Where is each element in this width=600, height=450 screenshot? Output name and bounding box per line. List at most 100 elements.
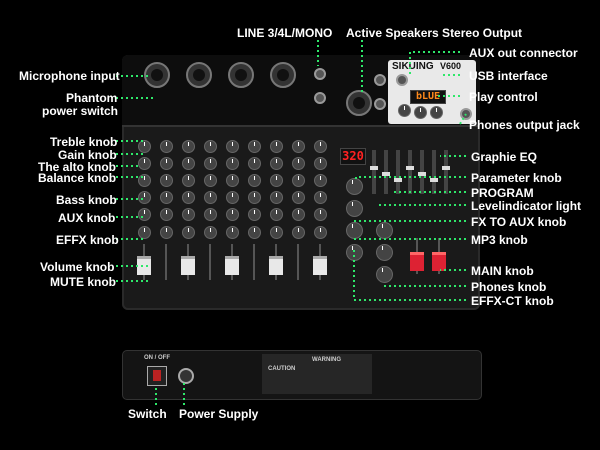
xlr-input-3[interactable]	[228, 62, 254, 88]
usb-port[interactable]	[396, 74, 408, 86]
dc-power-jack[interactable]	[178, 368, 194, 384]
channel-knob[interactable]	[292, 191, 305, 204]
channel-fader[interactable]	[313, 256, 327, 275]
label-aux-out: AUX out connector	[469, 46, 578, 60]
master-knob[interactable]	[346, 222, 363, 239]
channel-knob[interactable]	[160, 174, 173, 187]
channel-knob[interactable]	[226, 157, 239, 170]
fader-track	[209, 244, 211, 280]
fader-track	[165, 244, 167, 280]
channel-knob[interactable]	[292, 157, 305, 170]
channel-knob[interactable]	[160, 157, 173, 170]
channel-knob[interactable]	[226, 226, 239, 239]
channel-knob[interactable]	[314, 208, 327, 221]
channel-knob[interactable]	[204, 208, 217, 221]
channel-knob[interactable]	[248, 157, 261, 170]
label-bass: Bass knob	[56, 193, 117, 207]
channel-knob[interactable]	[248, 140, 261, 153]
channel-knob[interactable]	[204, 140, 217, 153]
channel-knob[interactable]	[248, 191, 261, 204]
channel-knob[interactable]	[292, 208, 305, 221]
prev-button[interactable]	[414, 106, 427, 119]
eq-band-slider[interactable]	[382, 172, 390, 176]
channel-knob[interactable]	[160, 226, 173, 239]
channel-knob[interactable]	[314, 226, 327, 239]
channel-knob[interactable]	[292, 226, 305, 239]
eq-band-slider[interactable]	[394, 178, 402, 182]
master-knob[interactable]	[346, 178, 363, 195]
fader-track	[253, 244, 255, 280]
channel-knob[interactable]	[160, 140, 173, 153]
channel-knob[interactable]	[138, 191, 151, 204]
channel-knob[interactable]	[248, 226, 261, 239]
channel-knob[interactable]	[270, 226, 283, 239]
eq-band-slider[interactable]	[370, 166, 378, 170]
channel-knob[interactable]	[270, 140, 283, 153]
channel-knob[interactable]	[182, 174, 195, 187]
channel-knob[interactable]	[160, 208, 173, 221]
channel-knob[interactable]	[138, 208, 151, 221]
master-knob[interactable]	[376, 266, 393, 283]
channel-knob[interactable]	[226, 140, 239, 153]
label-active-speakers: Active Speakers Stereo Output	[346, 26, 523, 40]
channel-knob[interactable]	[138, 157, 151, 170]
channel-knob[interactable]	[314, 174, 327, 187]
channel-knob[interactable]	[270, 174, 283, 187]
line-jack-b[interactable]	[314, 92, 326, 104]
channel-knob[interactable]	[226, 191, 239, 204]
channel-knob[interactable]	[138, 174, 151, 187]
channel-knob[interactable]	[292, 174, 305, 187]
aux-jack[interactable]	[374, 74, 386, 86]
channel-knob[interactable]	[270, 157, 283, 170]
channel-knob[interactable]	[204, 226, 217, 239]
channel-fader[interactable]	[181, 256, 195, 275]
eq-band-slider[interactable]	[430, 178, 438, 182]
main-fader[interactable]	[410, 252, 424, 271]
channel-fader[interactable]	[225, 256, 239, 275]
channel-fader[interactable]	[269, 256, 283, 275]
channel-knob[interactable]	[314, 157, 327, 170]
channel-knob[interactable]	[204, 157, 217, 170]
master-knob[interactable]	[346, 200, 363, 217]
channel-knob[interactable]	[292, 140, 305, 153]
master-knob[interactable]	[376, 244, 393, 261]
xlr-input-2[interactable]	[186, 62, 212, 88]
power-switch[interactable]	[147, 366, 167, 386]
xlr-input-4[interactable]	[270, 62, 296, 88]
channel-knob[interactable]	[270, 208, 283, 221]
channel-knob[interactable]	[182, 140, 195, 153]
main-fader[interactable]	[432, 252, 446, 271]
eq-band-slider[interactable]	[442, 166, 450, 170]
eq-band-slider[interactable]	[418, 172, 426, 176]
next-button[interactable]	[430, 106, 443, 119]
channel-knob[interactable]	[226, 174, 239, 187]
label-mic-input: Microphone input	[19, 69, 120, 83]
channel-knob[interactable]	[314, 191, 327, 204]
channel-knob[interactable]	[204, 174, 217, 187]
label-phones-jack: Phones output jack	[469, 118, 580, 132]
master-knob[interactable]	[346, 244, 363, 261]
channel-knob[interactable]	[182, 157, 195, 170]
main-out-xlr[interactable]	[346, 90, 372, 116]
channel-knob[interactable]	[138, 140, 151, 153]
label-treble: Treble knob	[50, 135, 118, 149]
channel-knob[interactable]	[182, 208, 195, 221]
play-button[interactable]	[398, 104, 411, 117]
xlr-input-1[interactable]	[144, 62, 170, 88]
channel-knob[interactable]	[248, 174, 261, 187]
eq-band-slider[interactable]	[406, 166, 414, 170]
channel-knob[interactable]	[204, 191, 217, 204]
channel-knob[interactable]	[160, 191, 173, 204]
channel-knob[interactable]	[270, 191, 283, 204]
master-knob[interactable]	[376, 222, 393, 239]
channel-knob[interactable]	[248, 208, 261, 221]
channel-knob[interactable]	[182, 226, 195, 239]
channel-knob[interactable]	[314, 140, 327, 153]
channel-knob[interactable]	[138, 226, 151, 239]
channel-knob[interactable]	[226, 208, 239, 221]
channel-knob[interactable]	[182, 191, 195, 204]
channel-fader[interactable]	[137, 256, 151, 275]
label-play-control: Play control	[469, 90, 538, 104]
line-jack-a[interactable]	[314, 68, 326, 80]
phones-jack[interactable]	[374, 98, 386, 110]
